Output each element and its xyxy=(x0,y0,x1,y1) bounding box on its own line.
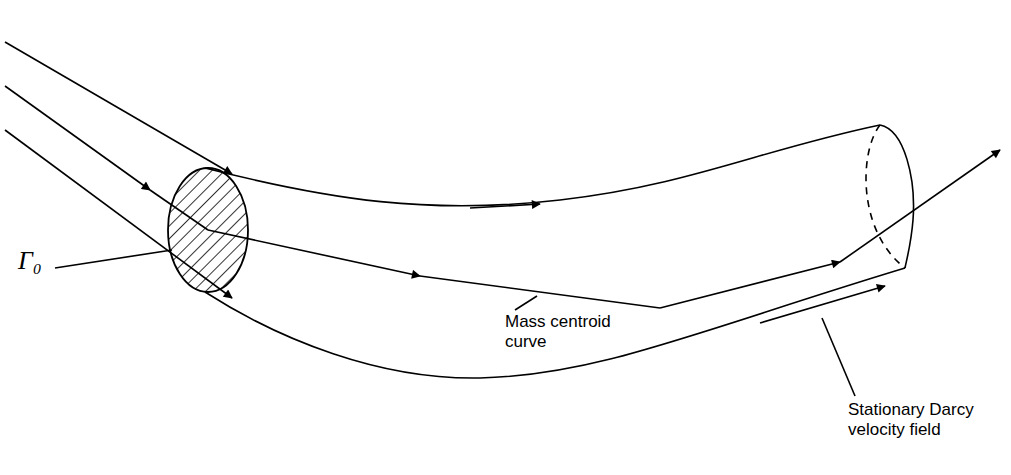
velocity-field-label: Stationary Darcy velocity field xyxy=(848,400,1000,439)
curve-label: Mass centroid curve xyxy=(505,312,630,351)
section-label: Γ₀ xyxy=(18,246,42,276)
